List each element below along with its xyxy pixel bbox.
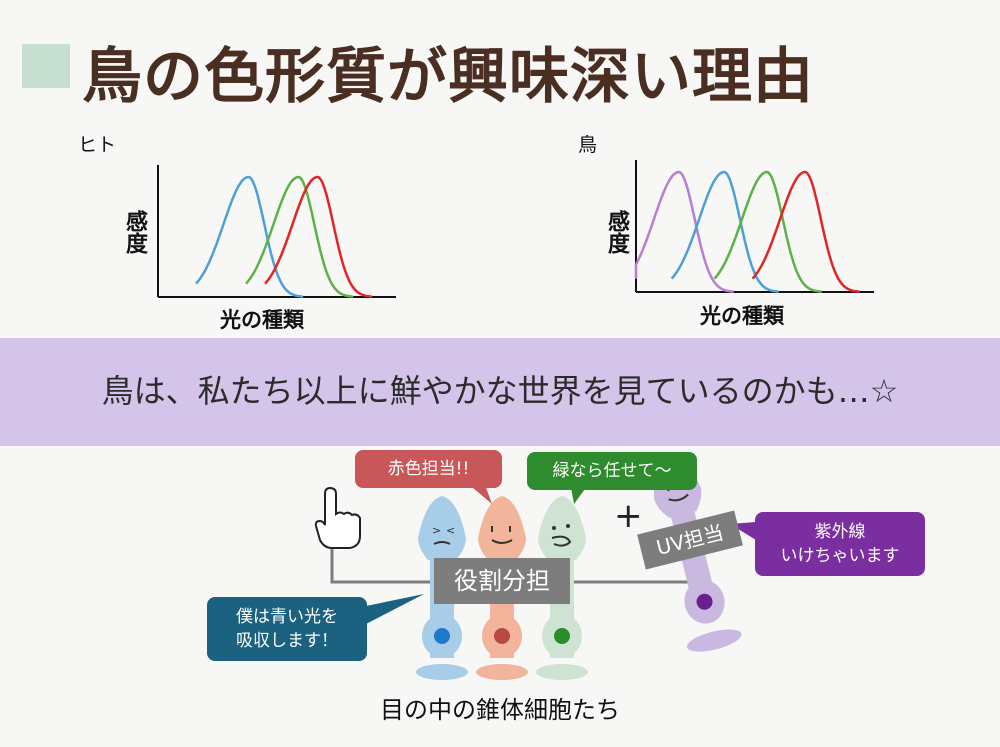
bubble-purple-line2: いけちゃいます xyxy=(780,546,900,566)
title-marker xyxy=(22,44,70,88)
chart-bird-xlabel: 光の種類 xyxy=(700,304,784,328)
chart-bird-title: 鳥 xyxy=(578,134,598,156)
band-message: 鳥は、私たち以上に鮮やかな世界を見ているのかも…☆ xyxy=(101,372,899,410)
chart-human-title: ヒト xyxy=(78,134,117,156)
role-label: 役割分担 xyxy=(434,558,570,604)
bubble-blue: 僕は青い光を 吸収します！ xyxy=(207,597,367,661)
chart-human-xlabel: 光の種類 xyxy=(220,308,304,332)
bubble-green: 緑なら任せて〜 xyxy=(527,452,697,490)
chart-human-curve-2 xyxy=(264,175,373,298)
cones-illustration: > < xyxy=(314,452,756,680)
plus-sign: + xyxy=(614,496,643,536)
chart-bird-ylabel: 感度 xyxy=(604,210,629,254)
highlight-band xyxy=(0,338,1000,446)
pointing-hand-icon xyxy=(314,486,361,549)
chart-human-curve-0 xyxy=(195,175,304,298)
bubble-blue-line1: 僕は青い光を xyxy=(236,607,338,627)
chart-bird-curve-3 xyxy=(751,170,860,293)
chart-bird xyxy=(634,160,874,293)
chart-bird-curve-0 xyxy=(634,170,734,293)
bubble-red: 赤色担当!! xyxy=(355,450,502,488)
bubble-purple: 紫外線 いけちゃいます xyxy=(755,512,925,576)
page-title: 鳥の色形質が興味深い理由 xyxy=(82,42,814,112)
chart-human xyxy=(157,165,396,298)
bubble-purple-line1: 紫外線 xyxy=(814,522,866,542)
chart-bird-curve-2 xyxy=(713,170,822,293)
chart-human-curve-1 xyxy=(245,175,354,298)
svg-text:>: > xyxy=(432,524,441,537)
chart-bird-curve-1 xyxy=(670,170,779,293)
chart-human-ylabel: 感度 xyxy=(122,210,147,254)
svg-text:<: < xyxy=(446,524,455,537)
connector-line-left xyxy=(330,538,434,584)
caption: 目の中の錐体細胞たち xyxy=(380,696,620,724)
bubble-blue-line2: 吸収します！ xyxy=(236,631,338,651)
bubble-tail-blue xyxy=(366,594,424,624)
